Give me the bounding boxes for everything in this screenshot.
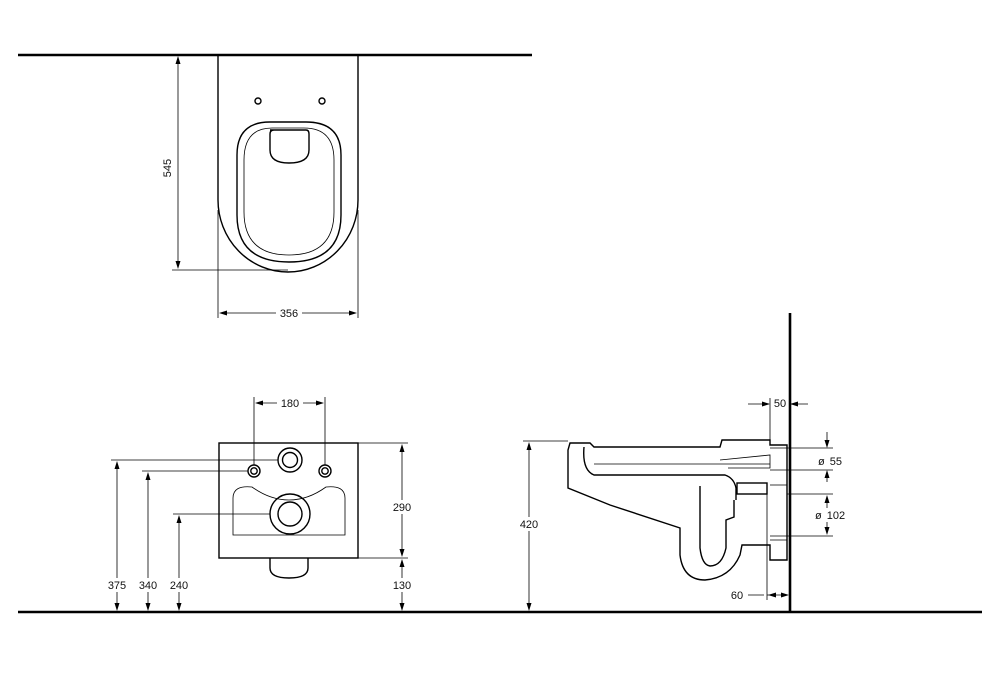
- svg-text:ø 55: ø 55: [818, 456, 842, 468]
- front-view-bowl-recess: [232, 486, 346, 536]
- front-view-bowl-foot: [269, 558, 309, 579]
- diameter-symbol: ø: [818, 456, 825, 468]
- top-view-seat-inner: [243, 127, 335, 256]
- front-view-outlet-inner: [277, 501, 303, 527]
- top-view-fixing-hole-right: [318, 97, 326, 105]
- top-view-fixing-hole-left: [254, 97, 262, 105]
- dim-label-outlet-offset: 60: [731, 590, 743, 602]
- dim-label-level-240: 240: [170, 580, 188, 592]
- dim-label-top-width: 356: [280, 308, 298, 320]
- front-view-bolt-left-outer: [247, 464, 261, 478]
- dim-label-inlet-diameter: 55: [830, 456, 842, 468]
- front-view-bolt-right-inner: [321, 467, 329, 475]
- side-view-outlet-pipe: [736, 482, 768, 495]
- dim-label-level-375: 375: [108, 580, 126, 592]
- front-view-inlet-inner: [281, 451, 299, 469]
- dim-label-outlet-diameter: 102: [827, 510, 845, 522]
- side-view-inlet-pipe: [719, 454, 771, 469]
- front-view: 180 290 130 375 340 240: [103, 396, 416, 611]
- side-view-bowl-inner: [583, 446, 737, 500]
- top-view-outlet-opening: [269, 129, 310, 164]
- front-view-bolt-left-inner: [250, 467, 258, 475]
- front-view-inlet-outer: [277, 447, 303, 473]
- top-view-seat-outer: [236, 121, 342, 263]
- side-view-bowl-outline: [567, 439, 788, 581]
- side-view-siphon: [699, 486, 735, 567]
- dim-label-wall-offset: 50: [774, 398, 786, 410]
- top-view: 545 356: [18, 53, 532, 320]
- dim-label-waste-height: 130: [393, 580, 411, 592]
- top-view-bowl-outline: [217, 55, 359, 273]
- side-view: 420 50 ø 55 ø 102: [515, 313, 846, 612]
- diameter-symbol: ø: [815, 510, 822, 522]
- svg-text:ø 102: ø 102: [815, 510, 845, 522]
- dim-label-front-height: 290: [393, 502, 411, 514]
- front-view-bolt-right-outer: [318, 464, 332, 478]
- dim-label-level-340: 340: [139, 580, 157, 592]
- dim-label-side-height: 420: [520, 519, 538, 531]
- front-view-body-outline: [218, 442, 359, 559]
- dim-label-hole-spacing: 180: [281, 398, 299, 410]
- dim-label-top-depth: 545: [162, 159, 174, 177]
